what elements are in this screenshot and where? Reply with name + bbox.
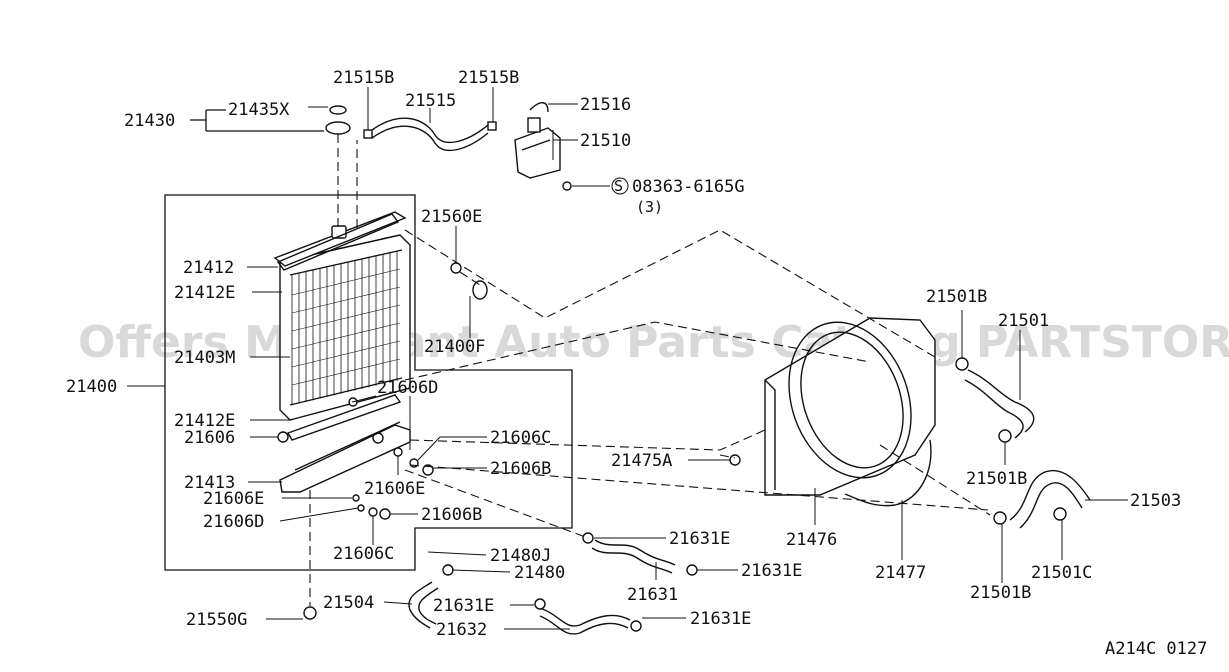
radiator-group-outline — [164, 194, 573, 571]
leader-lines — [127, 87, 1128, 630]
label-21606: 21606 — [184, 428, 235, 448]
radiator-core — [273, 211, 411, 421]
label-21560e: 21560E — [421, 207, 482, 227]
label-21515b-left: 21515B — [333, 68, 394, 88]
label-21503: 21503 — [1130, 491, 1181, 511]
label-21632: 21632 — [436, 620, 487, 640]
label-21515: 21515 — [405, 91, 456, 111]
label-21606d-bot: 21606D — [203, 512, 264, 532]
label-21631e-b: 21631E — [741, 561, 802, 581]
upper-seal-shape — [276, 213, 400, 271]
label-21606c-bot: 21606C — [333, 544, 394, 564]
label-21606b-top: 21606B — [490, 459, 551, 479]
label-21476: 21476 — [786, 530, 837, 550]
fan-shroud-shape — [764, 317, 936, 496]
hardware-parts — [277, 181, 1067, 632]
label-bolt: 08363-6165G — [632, 177, 745, 197]
assembly-dashed-lines — [309, 134, 991, 606]
label-21510: 21510 — [580, 131, 631, 151]
label-21550g: 21550G — [186, 610, 247, 630]
label-21480: 21480 — [514, 563, 565, 583]
label-21435x: 21435X — [228, 100, 290, 120]
label-21606c-top: 21606C — [490, 428, 551, 448]
lower-seal-shape — [286, 394, 402, 441]
label-21631e-d: 21631E — [690, 609, 751, 629]
label-21430: 21430 — [124, 111, 175, 131]
lower-tank-shape — [279, 421, 411, 493]
label-21400f: 21400F — [424, 337, 485, 357]
part-labels: 21430 21435X 21515B 21515 21515B 21516 2… — [66, 68, 1207, 659]
label-21412: 21412 — [183, 258, 234, 278]
label-21606b-bot: 21606B — [421, 505, 482, 525]
label-21501b-bot: 21501B — [970, 583, 1031, 603]
cap-seal-shape — [329, 105, 347, 115]
label-21413: 21413 — [184, 473, 235, 493]
label-21412e-bot: 21412E — [174, 411, 235, 431]
label-21606d-top: 21606D — [377, 378, 438, 398]
radiator-cap-shape — [325, 121, 351, 135]
label-21606e-right: 21606E — [364, 479, 425, 499]
hose-21504-shape — [408, 581, 433, 629]
label-21606e-left: 21606E — [203, 489, 264, 509]
label-bolt-qty: (3) — [636, 198, 663, 216]
bolt-s-symbol: S — [614, 177, 623, 195]
label-21501b-top: 21501B — [926, 287, 987, 307]
label-21501b-mid: 21501B — [966, 469, 1027, 489]
label-21501: 21501 — [998, 311, 1049, 331]
label-21515b-right: 21515B — [458, 68, 519, 88]
label-21501c: 21501C — [1031, 563, 1092, 583]
hose-21631-shape — [594, 539, 676, 566]
label-21477: 21477 — [875, 563, 926, 583]
label-21480j: 21480J — [490, 546, 551, 566]
label-21403m: 21403M — [174, 348, 235, 368]
label-21400: 21400 — [66, 377, 117, 397]
label-21631e-c: 21631E — [433, 596, 494, 616]
lower-hose-shape — [1009, 469, 1091, 521]
diagram-code: A214C 0127 — [1105, 639, 1207, 659]
hose-21632-shape — [539, 607, 631, 627]
label-21631e-a: 21631E — [669, 529, 730, 549]
watermark-text: Offers Merchant Auto Parts Catalog PARTS… — [78, 317, 1229, 368]
overflow-hose-shape — [371, 117, 489, 144]
label-21504: 21504 — [323, 593, 374, 613]
label-21412e-top: 21412E — [174, 283, 235, 303]
label-21516: 21516 — [580, 95, 631, 115]
upper-hose-shape — [967, 369, 1035, 433]
label-21631: 21631 — [627, 585, 678, 605]
label-21475a: 21475A — [611, 451, 672, 471]
reservoir-tank-shape — [514, 102, 561, 179]
